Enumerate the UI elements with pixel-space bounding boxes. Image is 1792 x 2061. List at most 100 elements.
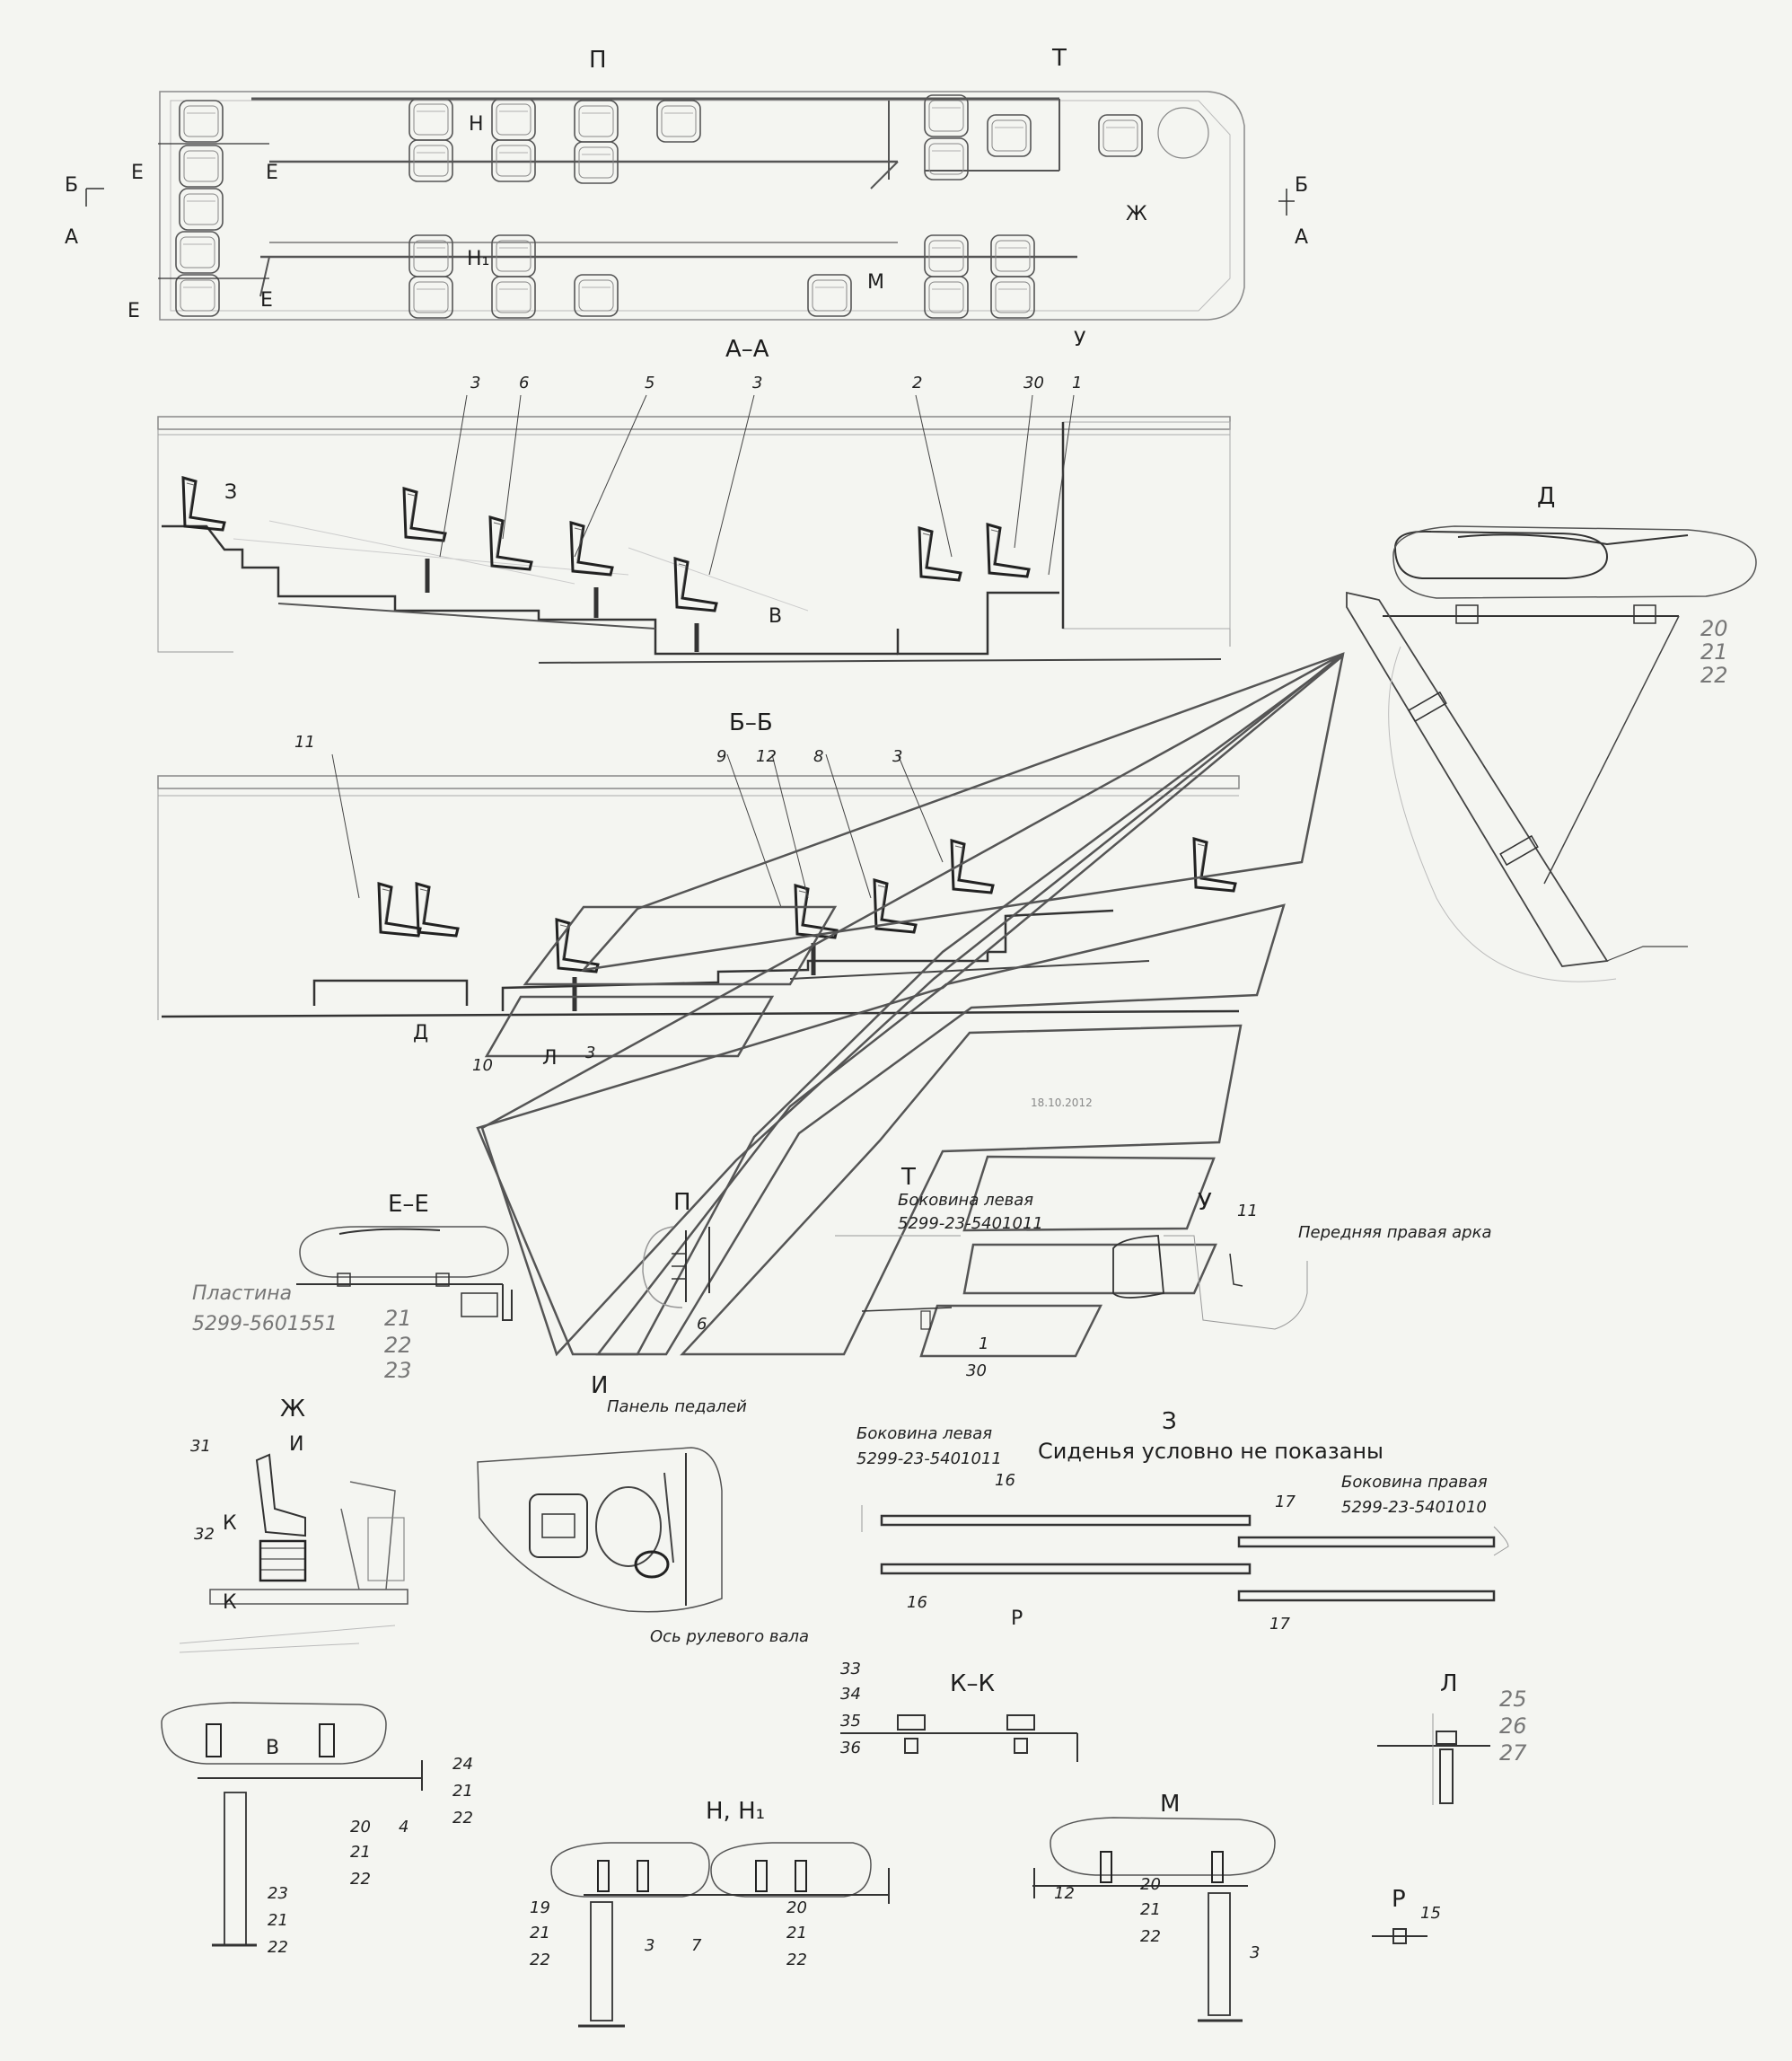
right-side-code-z: 5299-23-5401010	[1341, 1498, 1487, 1517]
label-view-h1: Н₁	[467, 248, 490, 270]
pos-7-h: 7	[691, 1936, 702, 1955]
pos-21-v-c: 21	[268, 1911, 288, 1930]
plate-code: 5299-5601551	[192, 1313, 338, 1335]
pos-22-h-b: 22	[786, 1951, 807, 1969]
left-side-code-t: 5299-23-5401011	[898, 1214, 1043, 1233]
pos-21-h-b: 21	[786, 1924, 807, 1942]
leader-polygons	[476, 652, 1345, 1358]
view-z	[861, 1505, 1509, 1602]
pos-3-bb: 3	[892, 747, 903, 766]
pos-21-d: 21	[1700, 639, 1728, 665]
subview-p-t-u	[642, 1226, 1308, 1330]
plan-view	[85, 91, 1295, 321]
pos-26-l: 26	[1499, 1713, 1527, 1739]
pos-24-v: 24	[452, 1755, 473, 1774]
subview-t-title: Т	[901, 1164, 916, 1191]
pos-3-aa-a: 3	[470, 374, 481, 392]
pos-21-v-a: 21	[452, 1782, 473, 1801]
pos-15-r: 15	[1420, 1904, 1441, 1923]
label-view-t: Т	[1052, 45, 1067, 72]
steering-axis-note: Ось рулевого вала	[650, 1627, 810, 1646]
subview-u-title: У	[1198, 1189, 1212, 1216]
pos-22-ee: 22	[384, 1333, 412, 1358]
view-r	[1372, 1928, 1427, 1944]
date-stamp: 18.10.2012	[1031, 1097, 1093, 1109]
label-view-h: Н	[469, 113, 484, 136]
label-view-l-ref: Л	[542, 1047, 558, 1070]
view-h-h1	[550, 1842, 890, 2028]
label-cut-k-2: К	[223, 1591, 237, 1614]
pos-22-m: 22	[1140, 1927, 1161, 1946]
pos-20-v: 20	[350, 1818, 371, 1836]
view-v-title: В	[266, 1737, 280, 1759]
section-kk-title: К–К	[950, 1670, 995, 1697]
view-z-title: З	[1162, 1408, 1177, 1435]
pos-8-bb: 8	[813, 747, 824, 766]
label-view-m: М	[867, 271, 884, 294]
pos-3-bb-b: 3	[585, 1044, 596, 1062]
pos-21-ee: 21	[384, 1306, 412, 1331]
subview-p-title: П	[673, 1189, 691, 1216]
label-cut-e-2: Е	[266, 162, 278, 184]
pos-19-h: 19	[530, 1898, 550, 1917]
pos-22-h-a: 22	[530, 1951, 550, 1969]
pos-6-p: 6	[697, 1315, 707, 1334]
label-view-p: П	[589, 47, 607, 74]
view-h-h1-title: Н, Н₁	[706, 1798, 766, 1825]
label-cut-e-4: Е	[260, 289, 273, 312]
label-view-i-ref: И	[289, 1433, 304, 1456]
pos-31-zh: 31	[190, 1437, 211, 1456]
pos-21-v-b: 21	[350, 1843, 371, 1862]
label-view-u: У	[1074, 329, 1086, 351]
pos-20-d: 20	[1700, 616, 1728, 641]
pos-3-aa-b: 3	[752, 374, 763, 392]
view-i-title: И	[591, 1372, 609, 1399]
view-m-title: М	[1160, 1791, 1181, 1818]
view-l	[1377, 1713, 1490, 1805]
pos-25-l: 25	[1499, 1687, 1527, 1712]
pos-2-aa: 2	[912, 374, 923, 392]
pos-22-v-b: 22	[350, 1870, 371, 1889]
front-right-arch: Передняя правая арка	[1298, 1223, 1492, 1242]
label-view-zh: Ж	[1126, 203, 1147, 225]
label-cut-e-3: Е	[127, 300, 140, 322]
label-cut-a-left: А	[65, 226, 79, 249]
left-side-name-z: Боковина левая	[856, 1424, 993, 1443]
pos-3-h: 3	[645, 1936, 655, 1955]
section-aa-title: А–А	[725, 336, 769, 363]
pos-21-m: 21	[1140, 1900, 1161, 1919]
label-view-z-ref: З	[224, 481, 238, 504]
label-view-d-ref: Д	[413, 1022, 429, 1044]
view-m	[1032, 1817, 1276, 2022]
view-zh	[179, 1453, 408, 1653]
label-cut-b-left: Б	[65, 174, 79, 197]
pos-17-z-b: 17	[1269, 1615, 1290, 1634]
pos-6-aa: 6	[519, 374, 530, 392]
view-r-title: Р	[1392, 1886, 1406, 1913]
view-i	[477, 1447, 723, 1613]
pos-16-z-b: 16	[907, 1593, 927, 1612]
label-cut-a-right: А	[1295, 226, 1309, 249]
plate-name: Пластина	[192, 1282, 293, 1305]
pos-35-kk: 35	[840, 1712, 861, 1731]
pos-36-kk: 36	[840, 1739, 861, 1757]
section-aa-view	[157, 394, 1231, 664]
pos-33-kk: 33	[840, 1660, 861, 1678]
right-side-name-z: Боковина правая	[1341, 1473, 1488, 1492]
pos-11-u: 11	[1237, 1202, 1258, 1220]
view-l-title: Л	[1440, 1670, 1458, 1697]
left-side-code-z: 5299-23-5401011	[856, 1449, 1002, 1468]
section-bb-title: Б–Б	[729, 709, 773, 736]
pos-5-aa: 5	[645, 374, 655, 392]
view-zh-title: Ж	[280, 1396, 306, 1422]
pos-12-bb: 12	[756, 747, 777, 766]
pos-20-h: 20	[786, 1898, 807, 1917]
pos-3-m: 3	[1250, 1943, 1261, 1962]
pos-23-ee: 23	[384, 1358, 412, 1383]
seats-not-shown-note: Сиденья условно не показаны	[1038, 1439, 1384, 1464]
pos-22-v-c: 22	[268, 1938, 288, 1957]
pos-22-d: 22	[1700, 663, 1728, 688]
pos-12-m: 12	[1054, 1884, 1075, 1903]
pos-32-zh: 32	[194, 1525, 215, 1544]
